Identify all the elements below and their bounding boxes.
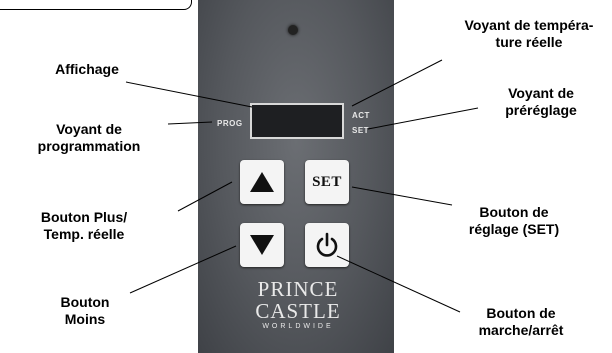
label-display: Affichage <box>22 61 152 78</box>
label-actual-line1: Voyant de tempéra- <box>464 17 594 33</box>
label-prog-light: Voyant de programmation <box>14 121 164 155</box>
label-actual-line2: ture réelle <box>495 34 563 50</box>
power-icon <box>316 232 338 257</box>
triangle-down-icon <box>250 235 274 255</box>
label-display-text: Affichage <box>55 61 119 77</box>
label-set-button: Bouton de réglage (SET) <box>444 204 584 238</box>
label-power-line1: Bouton de <box>486 305 556 321</box>
logo-line-2: CASTLE <box>255 299 341 323</box>
brand-logo: PRINCE CASTLE WORLDWIDE <box>228 278 368 331</box>
logo-line-1: PRINCE <box>257 277 339 301</box>
tag-act: ACT <box>352 111 370 120</box>
label-power-line2: marche/arrêt <box>478 322 564 338</box>
label-plus-line2: Temp. réelle <box>43 226 125 242</box>
power-button[interactable] <box>305 223 349 267</box>
label-preset-line2: préréglage <box>505 102 577 118</box>
label-set-line2: réglage (SET) <box>468 221 560 237</box>
label-preset-line1: Voyant de <box>508 85 574 101</box>
minus-button[interactable] <box>240 223 284 267</box>
mounting-hole <box>288 25 298 35</box>
plus-button[interactable] <box>240 160 284 204</box>
label-plus-line1: Bouton Plus/ <box>40 209 128 225</box>
label-preset-light: Voyant de préréglage <box>476 85 606 119</box>
tag-set: SET <box>352 126 370 135</box>
led-display <box>250 103 344 139</box>
label-prog-line1: Voyant de <box>56 121 122 137</box>
label-minus-line2: Moins <box>64 311 106 327</box>
label-set-line1: Bouton de <box>479 204 549 220</box>
set-button-label: SET <box>312 173 342 190</box>
tag-prog: PROG <box>217 119 243 128</box>
label-prog-line2: programmation <box>37 138 141 154</box>
control-panel <box>198 0 394 353</box>
label-plus-button: Bouton Plus/ Temp. réelle <box>4 209 164 243</box>
logo-line-3: WORLDWIDE <box>262 323 334 330</box>
label-actual-temp-light: Voyant de tempéra- ture réelle <box>446 17 612 51</box>
label-minus-button: Bouton Moins <box>30 294 140 328</box>
set-button[interactable]: SET <box>305 160 349 204</box>
header-frame-corner <box>0 0 192 10</box>
label-power-button: Bouton de marche/arrêt <box>456 305 586 339</box>
label-minus-line1: Bouton <box>60 294 110 310</box>
triangle-up-icon <box>250 172 274 192</box>
